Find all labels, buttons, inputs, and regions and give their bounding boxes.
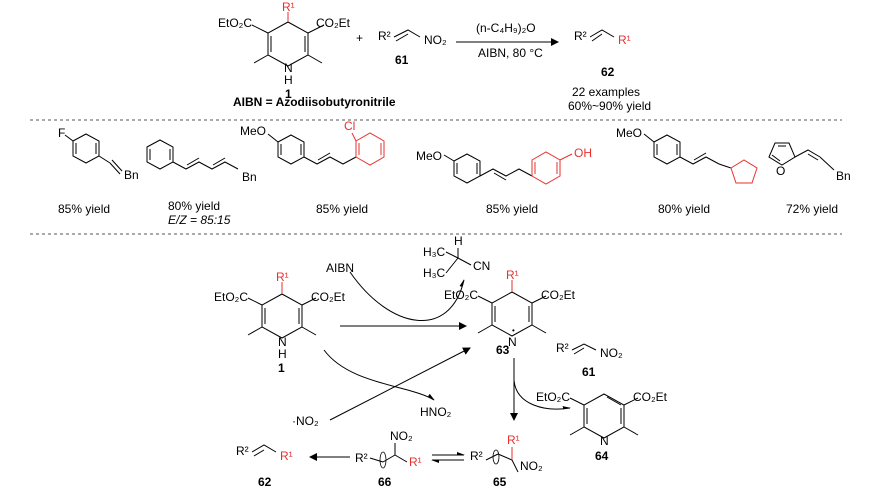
nitroalkene-61: R² NO₂ 61 <box>378 29 447 67</box>
svg-text:CO₂Et: CO₂Et <box>633 390 668 404</box>
example-3-yield: 85% yield <box>316 202 368 216</box>
svg-text:N: N <box>278 335 287 349</box>
svg-text:R¹: R¹ <box>618 33 631 47</box>
example-6-structure: O Bn <box>768 142 851 183</box>
svg-text:R¹: R¹ <box>276 270 289 284</box>
svg-text:R²: R² <box>574 29 587 43</box>
hno2-label: HNO₂ <box>420 405 452 419</box>
example-6-yield: 72% yield <box>786 202 838 216</box>
example-5-yield: 80% yield <box>658 202 710 216</box>
svg-text:22 examples: 22 examples <box>572 85 640 99</box>
example-2-yield: 80% yield <box>168 199 220 213</box>
svg-text:R²: R² <box>470 449 483 463</box>
cation-radical-63: R¹ EtO₂C CO₂Et N • 63 <box>444 268 576 357</box>
svg-text:R²: R² <box>355 451 368 465</box>
example-2-ez: E/Z = 85:15 <box>168 213 231 227</box>
svg-text:H: H <box>454 234 463 248</box>
arrow-to-64 <box>513 379 571 410</box>
example-3-structure: MeO Cl <box>240 119 385 166</box>
mech-nitroalkene-61: R² NO₂ 61 <box>556 341 623 379</box>
radical-65: R² R¹ NO₂ 65 <box>470 433 543 489</box>
svg-text:N: N <box>600 434 609 448</box>
svg-text:H₃C: H₃C <box>423 245 446 259</box>
arrow-aibn-to-radical <box>349 271 465 321</box>
mech-product-62: R² R¹ 62 <box>236 444 293 489</box>
svg-text:66: 66 <box>378 475 392 489</box>
example-4-yield: 85% yield <box>486 202 538 216</box>
svg-text:•: • <box>512 326 515 335</box>
svg-text:NO₂: NO₂ <box>600 346 623 360</box>
svg-text:R²: R² <box>556 341 569 355</box>
svg-text:R²: R² <box>236 444 249 458</box>
svg-text:64: 64 <box>595 449 609 463</box>
pyridine-64: EtO₂C CO₂Et N 64 <box>536 390 668 463</box>
r1-label: R¹ <box>282 0 295 14</box>
svg-text:62: 62 <box>601 65 615 79</box>
svg-text:R²: R² <box>378 29 391 43</box>
svg-text:CO₂Et: CO₂Et <box>541 288 576 302</box>
svg-text:R¹: R¹ <box>409 455 422 469</box>
svg-text:EtO₂C: EtO₂C <box>536 390 570 404</box>
h-label: H <box>284 73 293 87</box>
svg-text:CO₂Et: CO₂Et <box>311 290 346 304</box>
svg-text:Cl: Cl <box>344 119 355 133</box>
example-1-structure: F Bn <box>58 126 139 182</box>
ester-left-label: EtO₂C <box>218 16 252 30</box>
svg-text:Bn: Bn <box>836 169 851 183</box>
svg-text:H₃C: H₃C <box>423 266 446 280</box>
svg-text:R¹: R¹ <box>280 449 293 463</box>
example-4-structure: MeO OH <box>416 146 592 185</box>
arrow-no2-to-63 <box>329 347 471 421</box>
ester-right-label: CO₂Et <box>316 16 351 30</box>
top-dhp-1: R¹ EtO₂C CO₂Et N H 1 <box>218 0 351 101</box>
example-2-structure: Bn <box>146 139 257 184</box>
svg-text:F: F <box>58 126 65 140</box>
svg-text:60%~90% yield: 60%~90% yield <box>568 99 651 113</box>
svg-text:R¹: R¹ <box>507 433 520 447</box>
example-1-yield: 85% yield <box>58 202 110 216</box>
svg-text:MeO: MeO <box>616 126 642 140</box>
svg-text:MeO: MeO <box>416 149 442 163</box>
svg-text:CN: CN <box>473 259 490 273</box>
product-62: R² R¹ 62 22 examples 60%~90% yield <box>568 29 651 113</box>
svg-text:63: 63 <box>496 343 510 357</box>
svg-text:O: O <box>776 164 785 178</box>
svg-text:1: 1 <box>278 361 285 375</box>
svg-text:NO₂: NO₂ <box>390 429 413 443</box>
arrow-to-hno2 <box>323 349 435 401</box>
svg-text:Bn: Bn <box>124 168 139 182</box>
example-5-structure: MeO <box>616 126 758 184</box>
svg-text:MeO: MeO <box>240 124 266 138</box>
no2-radical-label: ·NO₂ <box>292 414 319 428</box>
svg-text:OH: OH <box>574 146 592 160</box>
svg-text:EtO₂C: EtO₂C <box>214 290 248 304</box>
svg-text:EtO₂C: EtO₂C <box>444 288 478 302</box>
compound-1-label: 1 <box>285 87 292 101</box>
aibn-definition: AIBN = Azodiisobutyronitrile <box>233 95 396 109</box>
svg-text:65: 65 <box>493 475 507 489</box>
mech-dhp-1: R¹ EtO₂C CO₂Et N H 1 <box>214 270 346 375</box>
svg-text:N: N <box>508 335 517 349</box>
solvent-label: (n-C₄H₉)₂O <box>476 21 536 35</box>
svg-text:R¹: R¹ <box>506 268 519 282</box>
svg-text:NO₂: NO₂ <box>520 459 543 473</box>
svg-text:NO₂: NO₂ <box>424 33 447 47</box>
conditions-label: AIBN, 80 °C <box>478 46 543 60</box>
svg-text:H: H <box>278 347 287 361</box>
radical-66: R² NO₂ R¹ 66 <box>355 429 422 489</box>
svg-text:62: 62 <box>258 475 272 489</box>
plus-sign: + <box>356 31 363 45</box>
svg-text:61: 61 <box>582 365 596 379</box>
n-label: N <box>284 61 293 75</box>
radical-isobutyronitrile: H₃C H₃C H CN <box>423 234 490 280</box>
reaction-arrow: (n-C₄H₉)₂O AIBN, 80 °C <box>456 21 559 60</box>
svg-text:61: 61 <box>395 53 409 67</box>
aibn-label: AIBN <box>326 261 354 275</box>
svg-text:Bn: Bn <box>242 170 257 184</box>
